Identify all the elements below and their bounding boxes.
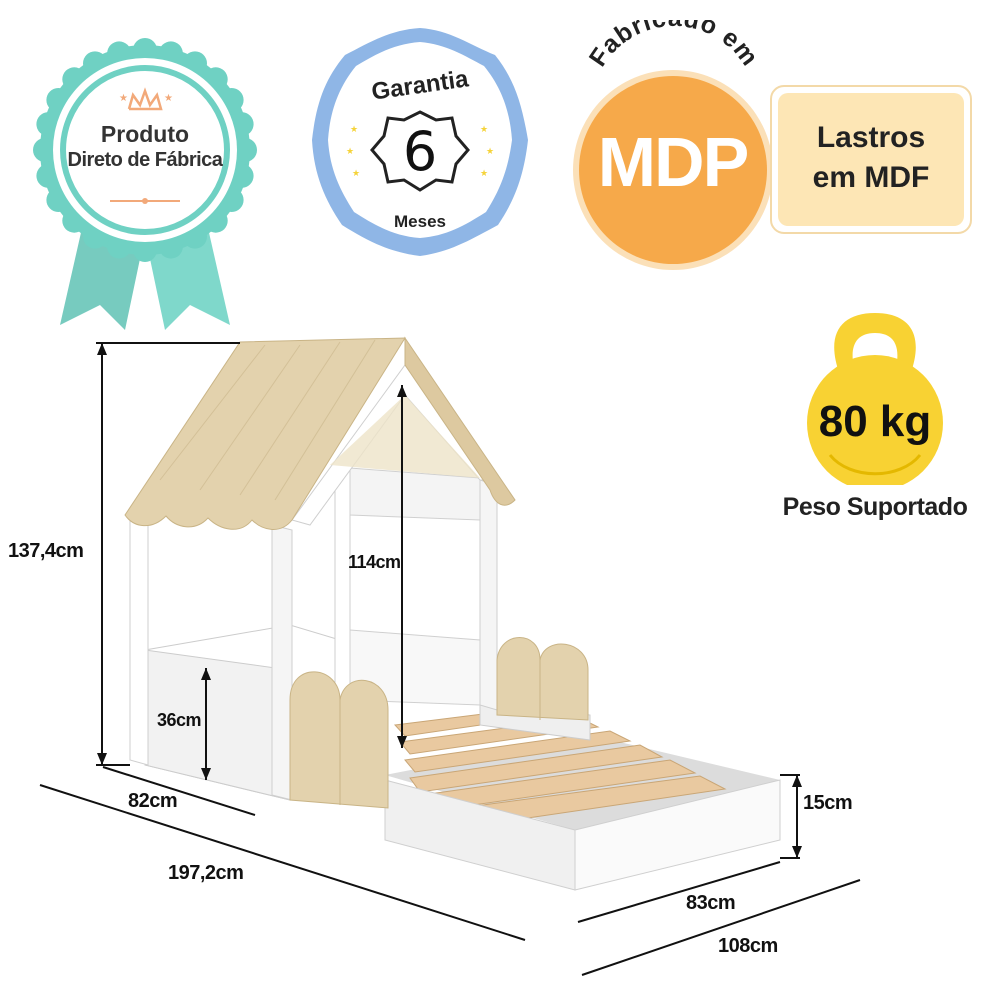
- svg-text:★: ★: [352, 168, 360, 178]
- factory-badge-line1: Produto: [100, 121, 190, 147]
- warranty-unit: Meses: [394, 212, 446, 231]
- factory-seal-badge: ★ ★ Produto Direto de Fábrica: [25, 25, 265, 335]
- svg-text:★: ★: [346, 146, 354, 156]
- svg-text:★: ★: [480, 124, 488, 134]
- svg-text:★: ★: [486, 146, 494, 156]
- warranty-seal-icon: ★ ★ ★ ★ ★ ★: [312, 28, 528, 256]
- slats-line1: Lastros: [816, 121, 926, 154]
- weight-badge: 80 kg Peso Suportado: [770, 305, 980, 530]
- dim-bed-width: 83cm: [686, 892, 736, 914]
- warranty-number: 6: [402, 120, 438, 183]
- slats-badge: Lastros em MDF: [770, 85, 972, 234]
- material-main-text: MDP: [597, 123, 750, 201]
- dim-side-height: 36cm: [157, 710, 202, 730]
- dim-house-depth: 82cm: [128, 790, 178, 812]
- weight-value: 80 kg: [818, 397, 932, 446]
- warranty-badge: ★★★ ★★★ Garantia 6 Meses: [300, 20, 540, 265]
- material-badge: Fabricado em MDP: [570, 4, 775, 270]
- svg-text:★: ★: [480, 168, 488, 178]
- dim-total-height: 137,4cm: [8, 540, 84, 562]
- weight-caption: Peso Suportado: [782, 493, 968, 521]
- dim-inner-height: 114cm: [348, 552, 401, 572]
- slats-line2: em MDF: [812, 161, 930, 194]
- crown-icon: [127, 87, 163, 111]
- dimension-lines: [39, 342, 861, 976]
- kettlebell-icon: [807, 313, 943, 491]
- dim-total-width: 108cm: [718, 935, 778, 957]
- svg-text:★: ★: [164, 93, 173, 104]
- material-circle-icon: Fabricado em: [573, 4, 773, 270]
- dim-bed-height: 15cm: [803, 792, 853, 814]
- dim-total-length: 197,2cm: [168, 862, 244, 884]
- factory-badge-line2: Direto de Fábrica: [67, 149, 223, 171]
- rosette-icon: ★ ★: [33, 38, 257, 330]
- svg-text:★: ★: [350, 124, 358, 134]
- svg-text:★: ★: [119, 93, 128, 104]
